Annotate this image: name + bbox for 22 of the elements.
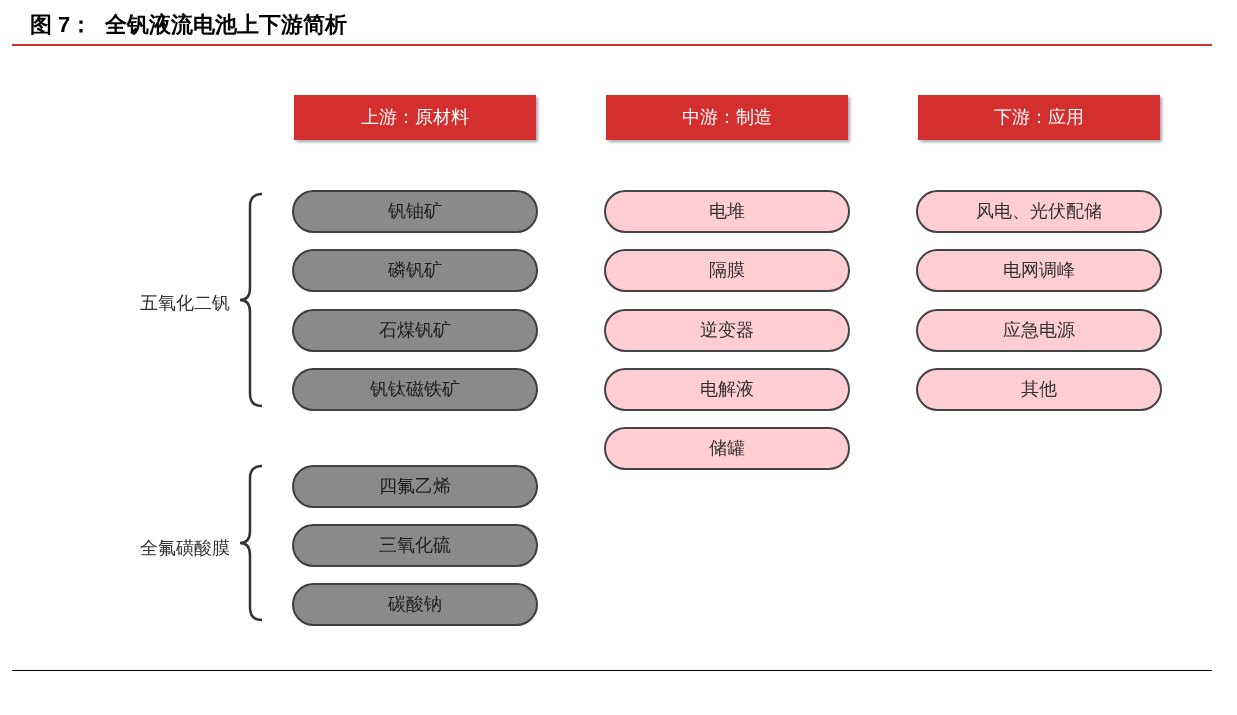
material-pill: 三氧化硫 [292, 524, 538, 567]
stage-header: 上游：原材料 [294, 95, 536, 140]
group-label: 全氟磺酸膜 [139, 537, 230, 560]
item-pill: 电网调峰 [916, 249, 1162, 292]
material-pill: 碳酸钠 [292, 583, 538, 626]
material-pill: 钒钛磁铁矿 [292, 368, 538, 411]
group-label: 五氧化二钒 [139, 292, 230, 315]
material-pill: 钒铀矿 [292, 190, 538, 233]
item-pill: 隔膜 [604, 249, 850, 292]
title: 图 7： 全钒液流电池上下游简析 [30, 11, 347, 39]
stage-header: 下游：应用 [918, 95, 1160, 140]
item-pill: 应急电源 [916, 309, 1162, 352]
material-pill: 四氟乙烯 [292, 465, 538, 508]
material-pill: 石煤钒矿 [292, 309, 538, 352]
item-pill: 电解液 [604, 368, 850, 411]
item-pill: 风电、光伏配储 [916, 190, 1162, 233]
stage-header: 中游：制造 [606, 95, 848, 140]
item-pill: 电堆 [604, 190, 850, 233]
material-pill: 磷钒矿 [292, 249, 538, 292]
item-pill: 储罐 [604, 427, 850, 470]
item-pill: 逆变器 [604, 309, 850, 352]
item-pill: 其他 [916, 368, 1162, 411]
